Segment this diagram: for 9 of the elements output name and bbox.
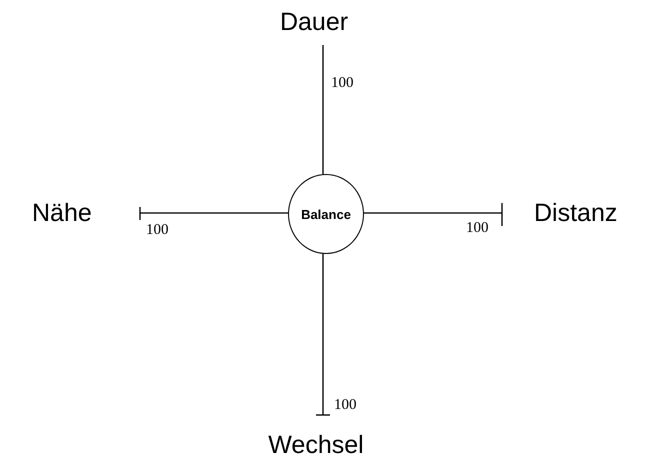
axis-label: Distanz — [534, 201, 618, 226]
axis-label: Nähe — [32, 201, 92, 226]
scale-value: 100 — [466, 221, 488, 236]
scale-value: 100 — [334, 398, 356, 413]
axis-label: Dauer — [280, 10, 348, 35]
center-label: Balance — [301, 206, 351, 222]
scale-value: 100 — [331, 76, 354, 91]
scale-value: 100 — [146, 223, 168, 238]
axis-label: Wechsel — [268, 433, 364, 458]
